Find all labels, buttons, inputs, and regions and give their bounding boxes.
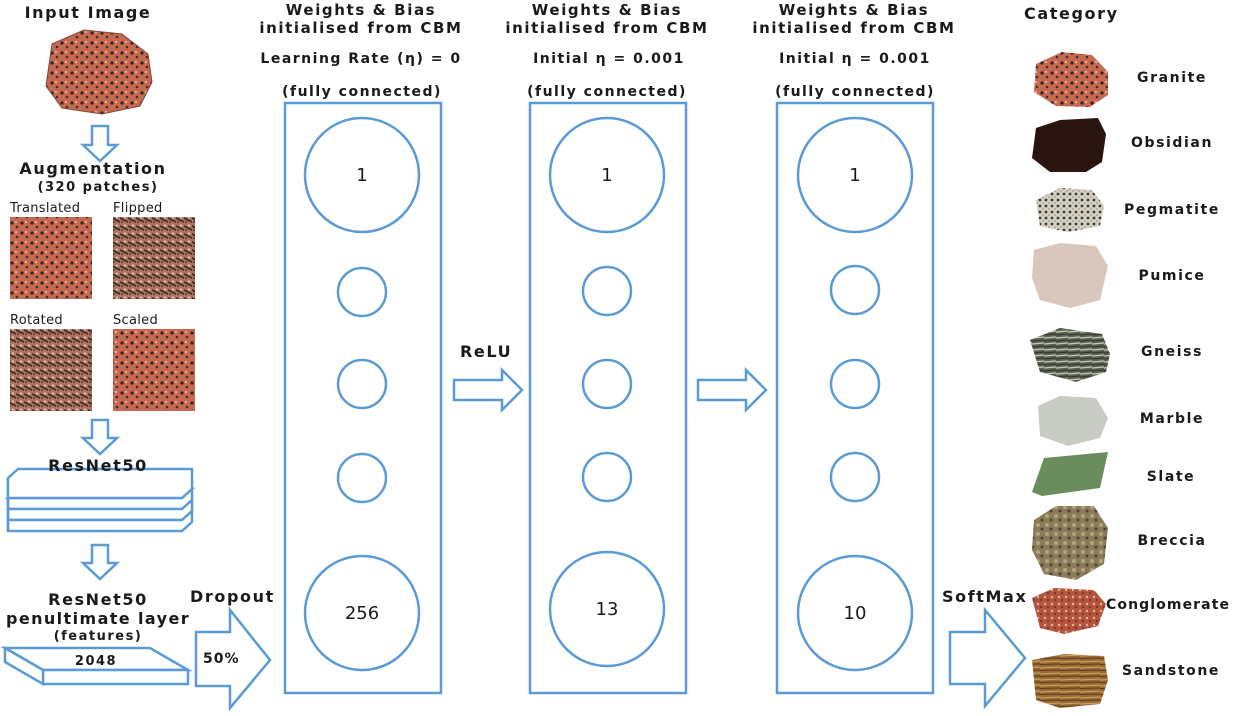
category-granite: Granite <box>1137 70 1207 86</box>
category-pumice: Pumice <box>1138 268 1206 284</box>
fc-layer-3-box <box>775 101 935 695</box>
fc3-neuron <box>829 264 881 316</box>
augmentation-subtitle: (320 patches) <box>37 180 159 195</box>
fc1-neuron <box>336 452 388 504</box>
category-title: Category <box>1024 4 1119 23</box>
fc3-neuron-first <box>796 116 914 234</box>
sandstone-image <box>1032 654 1108 708</box>
dropout-arrow <box>194 606 272 712</box>
breccia-image <box>1032 506 1108 580</box>
features-label: (features) <box>53 629 143 644</box>
gneiss-image <box>1030 328 1110 382</box>
dropout-rate: 50% <box>203 651 240 667</box>
pumice-image <box>1032 243 1108 308</box>
granite-image <box>1034 52 1108 107</box>
augmentation-title: Augmentation <box>19 159 167 178</box>
fc3-neuron-last <box>796 554 914 672</box>
category-obsidian: Obsidian <box>1130 135 1214 151</box>
relu-arrow <box>452 366 524 414</box>
category-conglomerate: Conglomerate <box>1106 597 1231 613</box>
penultimate-subtitle: penultimate layer <box>5 609 191 628</box>
feature-slab <box>0 645 193 687</box>
patch-rotated-image <box>10 329 92 411</box>
marble-image <box>1038 396 1108 446</box>
fc1-neuron-first <box>303 116 421 234</box>
layer1-learning-rate: Learning Rate (η) = 0 <box>260 51 462 67</box>
fc2-neuron <box>581 265 633 317</box>
layer2-header-line2: initialised from CBM <box>505 19 709 37</box>
fc1-neuron <box>336 266 388 318</box>
resnet50-block <box>4 467 196 533</box>
fc2-neuron <box>581 451 633 503</box>
fc3-first-node-label: 1 <box>849 165 861 186</box>
layer2-learning-rate: Initial η = 0.001 <box>533 51 685 67</box>
fc1-neuron-last <box>303 554 421 672</box>
layer3-learning-rate: Initial η = 0.001 <box>779 51 931 67</box>
layer3-type: (fully connected) <box>775 84 935 100</box>
resnet50-title: ResNet50 <box>48 456 148 475</box>
fc2-neuron-last <box>548 550 666 668</box>
layer1-header-line2: initialised from CBM <box>259 19 463 37</box>
fc2-first-node-label: 1 <box>601 165 613 186</box>
obsidian-image <box>1032 118 1106 172</box>
category-gneiss: Gneiss <box>1140 344 1204 360</box>
layer2-type: (fully connected) <box>527 84 687 100</box>
feature-size: 2048 <box>74 654 118 669</box>
category-marble: Marble <box>1139 411 1205 427</box>
slate-image <box>1032 452 1108 496</box>
input-granite-image <box>45 29 153 115</box>
conglomerate-image <box>1032 588 1106 634</box>
category-slate: Slate <box>1146 469 1196 485</box>
patch-flipped-image <box>113 217 195 299</box>
dropout-label: Dropout <box>190 587 275 606</box>
penultimate-title: ResNet50 <box>48 590 148 609</box>
category-breccia: Breccia <box>1137 533 1207 549</box>
fc3-neuron <box>829 451 881 503</box>
patch-translated-image <box>10 217 92 299</box>
down-arrow-penultimate <box>79 543 121 581</box>
fc2-neuron-first <box>548 116 666 234</box>
fc2-neuron <box>581 358 633 410</box>
input-image-title: Input Image <box>24 3 152 22</box>
category-pegmatite: Pegmatite <box>1124 202 1220 218</box>
pegmatite-image <box>1036 188 1104 232</box>
patch-label-flipped: Flipped <box>113 201 163 216</box>
layer-arrow <box>696 366 768 414</box>
down-arrow-resnet <box>79 418 121 456</box>
fc1-last-node-label: 256 <box>344 603 380 624</box>
down-arrow-augmentation <box>79 124 121 163</box>
relu-label: ReLU <box>460 342 513 361</box>
fc3-last-node-label: 10 <box>843 603 867 624</box>
layer1-type: (fully connected) <box>282 84 442 100</box>
fc1-neuron <box>336 358 388 410</box>
category-sandstone: Sandstone <box>1121 663 1221 679</box>
softmax-arrow <box>948 606 1027 710</box>
patch-label-scaled: Scaled <box>113 313 159 328</box>
softmax-label: SoftMax <box>942 587 1028 606</box>
layer3-header-line1: Weights & Bias <box>778 1 930 19</box>
patch-scaled-image <box>113 329 195 411</box>
fc1-first-node-label: 1 <box>356 165 368 186</box>
fc2-last-node-label: 13 <box>595 599 619 620</box>
fc-layer-2-box <box>528 101 688 695</box>
layer3-header-line2: initialised from CBM <box>752 19 956 37</box>
layer1-header-line1: Weights & Bias <box>285 1 437 19</box>
patch-label-translated: Translated <box>10 201 81 216</box>
layer2-header-line1: Weights & Bias <box>531 1 683 19</box>
patch-label-rotated: Rotated <box>10 313 63 328</box>
fc-layer-1-box <box>283 101 443 695</box>
fc3-neuron <box>829 358 881 410</box>
